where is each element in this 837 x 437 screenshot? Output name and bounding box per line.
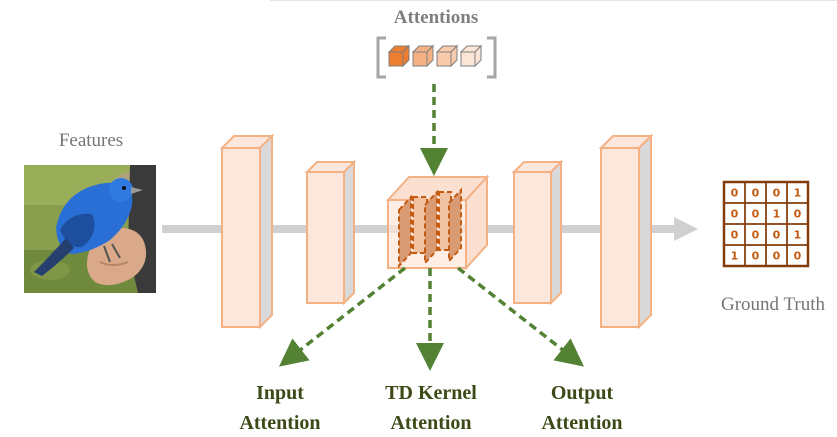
td-kernel-attention-label: TD Kernel Attention: [385, 382, 477, 434]
matrix-value: 0: [773, 250, 781, 263]
output-attention-line-1: Output: [551, 382, 614, 404]
td-kernel-attention-line-1: TD Kernel: [385, 382, 477, 404]
dynamic-kernel-block: [385, 174, 490, 271]
matrix-value: 0: [752, 187, 760, 200]
td-kernel-attention-line-2: Attention: [390, 412, 471, 432]
feature-block-5: [598, 133, 654, 330]
matrix-value: 0: [731, 187, 739, 200]
matrix-value: 0: [794, 208, 802, 221]
attention-cube-3: [435, 44, 459, 68]
attention-cube-1: [387, 44, 411, 68]
matrix-value: 1: [731, 250, 739, 263]
ground-truth-label: Ground Truth: [721, 294, 825, 315]
matrix-value: 1: [794, 229, 802, 242]
attentions-label: Attentions: [394, 7, 478, 28]
matrix-value: 0: [773, 187, 781, 200]
matrix-cell: [786, 244, 809, 267]
matrix-value: 0: [794, 250, 802, 263]
output-attention-arrow: [456, 266, 585, 367]
input-attention-arrow: [278, 266, 407, 367]
matrix-value: 0: [752, 250, 760, 263]
attention-bracket: [376, 36, 497, 79]
feature-block-2: [304, 159, 357, 306]
input-attention-line-1: Input: [256, 382, 304, 404]
attention-cube-4: [459, 44, 483, 68]
input-attention-line-2: Attention: [239, 412, 320, 432]
matrix-value: 0: [752, 229, 760, 242]
input-attention-label: Input Attention: [239, 382, 320, 434]
attention-cubes: [387, 44, 483, 68]
matrix-value: 0: [752, 208, 760, 221]
matrix-value: 1: [773, 208, 781, 221]
matrix-value: 0: [731, 208, 739, 221]
feature-block-1: [219, 133, 275, 330]
bird-photo-icon: [24, 165, 156, 293]
matrix-value: 0: [773, 229, 781, 242]
attention-cube-2: [411, 44, 435, 68]
feature-block-4: [511, 159, 564, 306]
kernel-slices: [398, 187, 462, 269]
output-attention-label: Output Attention: [541, 382, 622, 434]
features-label: Features: [59, 130, 123, 151]
matrix-value: 0: [731, 229, 739, 242]
matrix-value: 1: [794, 187, 802, 200]
output-attention-line-2: Attention: [541, 412, 622, 432]
